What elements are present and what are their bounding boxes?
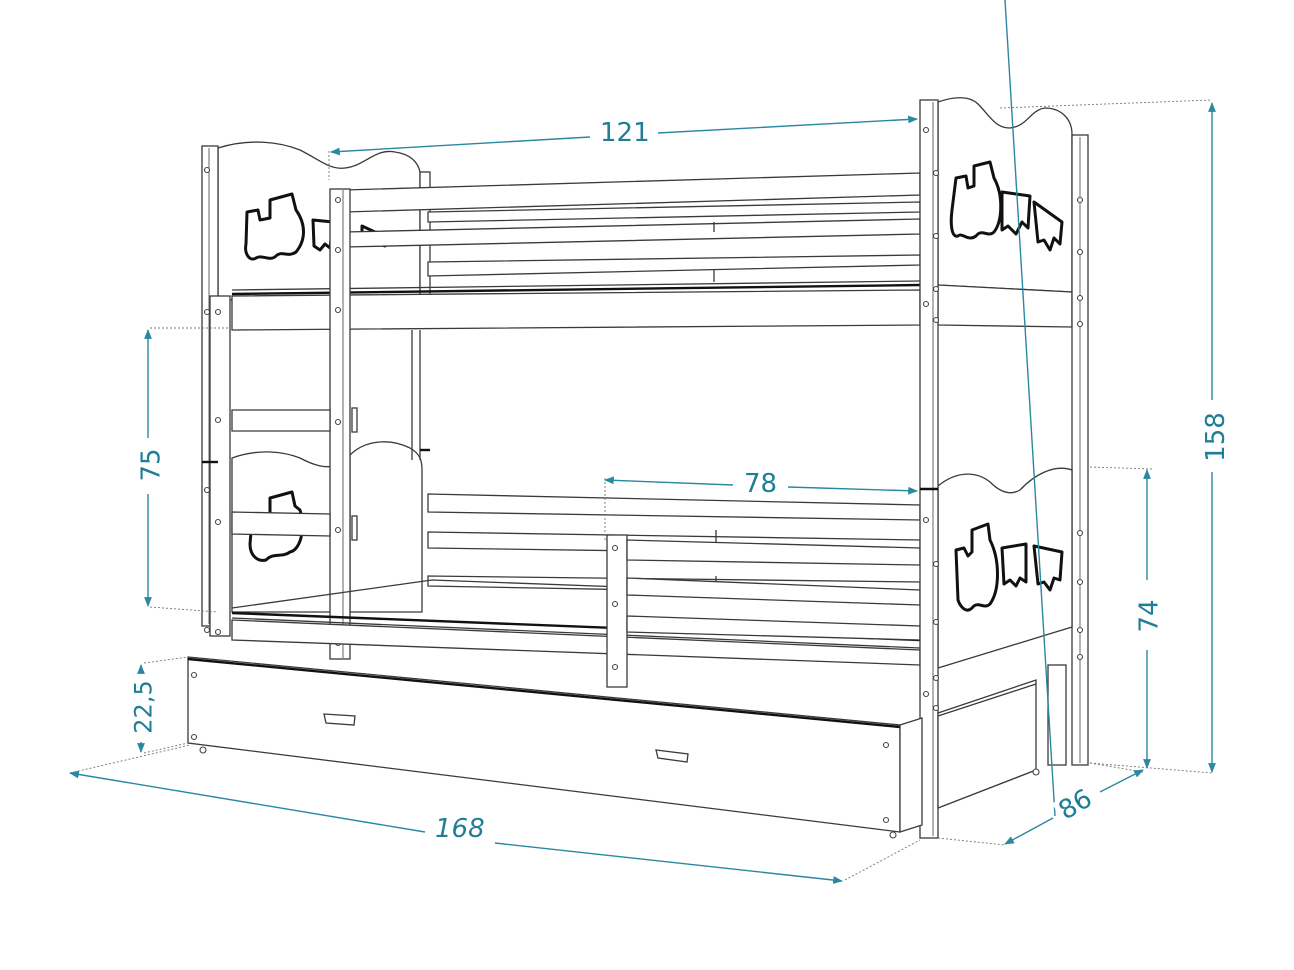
drawer-handle-right bbox=[655, 749, 689, 763]
dimension-label-drawer-height: 22,5 bbox=[130, 677, 158, 737]
train-wagon-icon bbox=[1000, 542, 1028, 588]
dimension-lines bbox=[69, 0, 1216, 884]
dimension-label-top-length: 121 bbox=[597, 120, 653, 146]
dimension-label-total-length: 168 bbox=[432, 816, 488, 842]
dimension-label-bunk-clearance: 75 bbox=[137, 445, 167, 485]
train-engine-icon bbox=[954, 522, 999, 612]
drawer-handle-left bbox=[323, 713, 356, 726]
dimension-label-lower-height: 74 bbox=[1135, 596, 1165, 636]
train-engine-icon bbox=[244, 192, 305, 261]
train-wagon-icon bbox=[1000, 190, 1032, 236]
dimension-label-rail-opening: 78 bbox=[741, 471, 781, 497]
right-headboard-assembly bbox=[202, 97, 1089, 839]
dimension-label-total-height: 158 bbox=[1201, 409, 1231, 465]
lower-bunk bbox=[231, 493, 921, 688]
train-engine-icon bbox=[949, 160, 1003, 240]
train-wagon-icon bbox=[1032, 200, 1064, 252]
ladder bbox=[209, 188, 421, 660]
upper-bunk-guard-rails bbox=[231, 172, 921, 331]
trundle-drawer bbox=[187, 656, 1040, 839]
